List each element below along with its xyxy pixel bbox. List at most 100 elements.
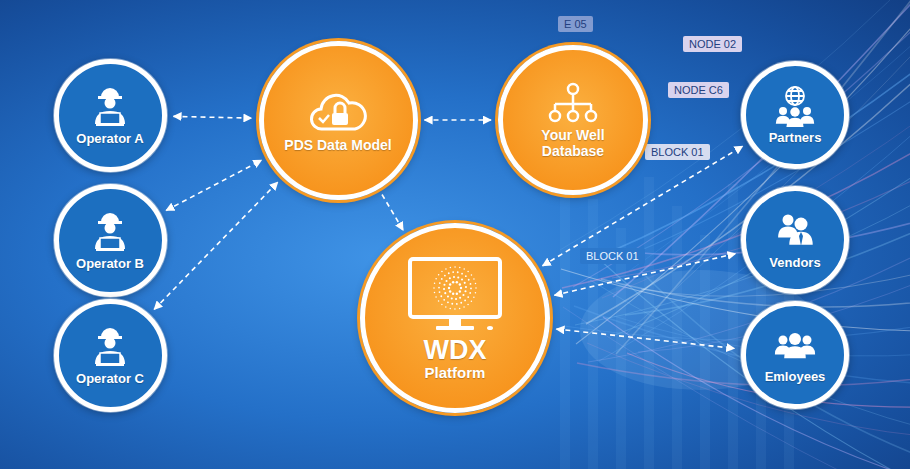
logo-dot <box>460 302 462 304</box>
chart-bar <box>560 170 570 469</box>
logo-dot <box>445 268 447 270</box>
icon-part <box>101 328 119 337</box>
icon-part <box>100 353 120 364</box>
logo-dot <box>443 284 445 286</box>
logo-dot <box>450 308 452 310</box>
icon-part <box>779 107 787 115</box>
logo-dot <box>455 298 457 300</box>
logo-dot <box>441 278 443 280</box>
node-label: WDX <box>424 337 487 364</box>
worker-icon <box>88 84 132 128</box>
logo-dot <box>475 287 477 289</box>
logo-dot <box>471 300 473 302</box>
dashed-connector <box>173 116 251 118</box>
icon-part <box>799 232 803 246</box>
logo-dot <box>452 271 454 273</box>
logo-dot <box>434 282 436 284</box>
dashed-connector <box>556 329 734 348</box>
icon-part <box>783 214 794 225</box>
logo-dot <box>441 304 443 306</box>
icon-part <box>786 87 804 105</box>
logo-dot <box>456 303 458 305</box>
logo-dot <box>459 308 461 310</box>
node-label: PDS Data Model <box>278 137 398 153</box>
logo-dot <box>439 282 441 284</box>
hub-circle: PDS Data Model <box>259 41 418 200</box>
globe-icon <box>773 85 817 127</box>
icon-part <box>786 117 803 126</box>
logo-dot <box>461 273 463 275</box>
icon-part <box>436 326 474 330</box>
logo-dot <box>463 268 465 270</box>
icon-part <box>795 217 808 230</box>
dashed-connector <box>154 182 278 309</box>
watermark-label: BLOCK 01 <box>580 248 645 264</box>
icon-part <box>105 337 116 348</box>
logo-dot <box>469 292 471 294</box>
icon-part <box>332 113 348 125</box>
logo-dot <box>467 304 469 306</box>
logo-dot <box>470 287 472 289</box>
logo-dot <box>452 281 454 283</box>
logo-dot <box>467 296 469 298</box>
node-label: Operator A <box>76 132 143 147</box>
logo-dot <box>457 276 459 278</box>
icon-part <box>95 236 125 249</box>
logo-dot <box>475 292 477 294</box>
logo-dot <box>459 283 461 285</box>
logo-dot <box>439 291 441 293</box>
icon-part <box>790 107 800 117</box>
logo-dot <box>441 271 443 273</box>
logo-dot <box>448 287 450 289</box>
icon-part <box>794 217 808 231</box>
icon-part <box>555 94 591 111</box>
icon-part <box>789 333 801 345</box>
icon-part <box>319 115 329 122</box>
icon-part <box>100 113 120 124</box>
node-label: Operator C <box>76 372 144 387</box>
icon-part <box>96 123 124 126</box>
logo-dot <box>454 308 456 310</box>
logo-dot <box>461 278 463 280</box>
logo-dot <box>452 292 454 294</box>
icon-part <box>101 88 119 97</box>
logo-dot <box>471 274 473 276</box>
icon-part <box>105 97 116 108</box>
worker-icon <box>88 209 132 253</box>
person-circle: Partners <box>741 61 849 169</box>
pair-icon <box>773 210 817 252</box>
logo-dot <box>473 278 475 280</box>
watermark-label: NODE 02 <box>683 36 742 52</box>
logo-dot <box>444 275 446 277</box>
person-circle: Operator C <box>54 299 167 412</box>
watermark-label: BLOCK 01 <box>645 144 710 160</box>
person-circle: Vendors <box>741 186 849 294</box>
logo-dot <box>435 278 437 280</box>
worker-icon <box>88 324 132 368</box>
logo-dot <box>459 267 461 269</box>
logo-dot <box>467 271 469 273</box>
logo-dot <box>434 292 436 294</box>
logo-dot <box>445 280 447 282</box>
logo-dot <box>433 287 435 289</box>
person-circle: Operator B <box>54 184 167 297</box>
hub-circle: WDXPlatform <box>360 223 550 413</box>
logo-dot <box>440 295 442 297</box>
logo-dot <box>456 281 458 283</box>
logo-dot <box>438 274 440 276</box>
logo-dot <box>454 266 456 268</box>
logo-dot <box>438 287 440 289</box>
node-label: Operator B <box>76 257 144 272</box>
logo-dot <box>451 297 453 299</box>
watermark-label: NODE C6 <box>668 82 729 98</box>
logo-dot <box>462 294 464 296</box>
logo-dot <box>465 286 467 288</box>
logo-dot <box>473 296 475 298</box>
logo-dot <box>464 290 466 292</box>
icon-part <box>101 213 119 222</box>
logo-dot <box>457 271 459 273</box>
logo-dot <box>438 300 440 302</box>
icon-part <box>568 84 578 94</box>
